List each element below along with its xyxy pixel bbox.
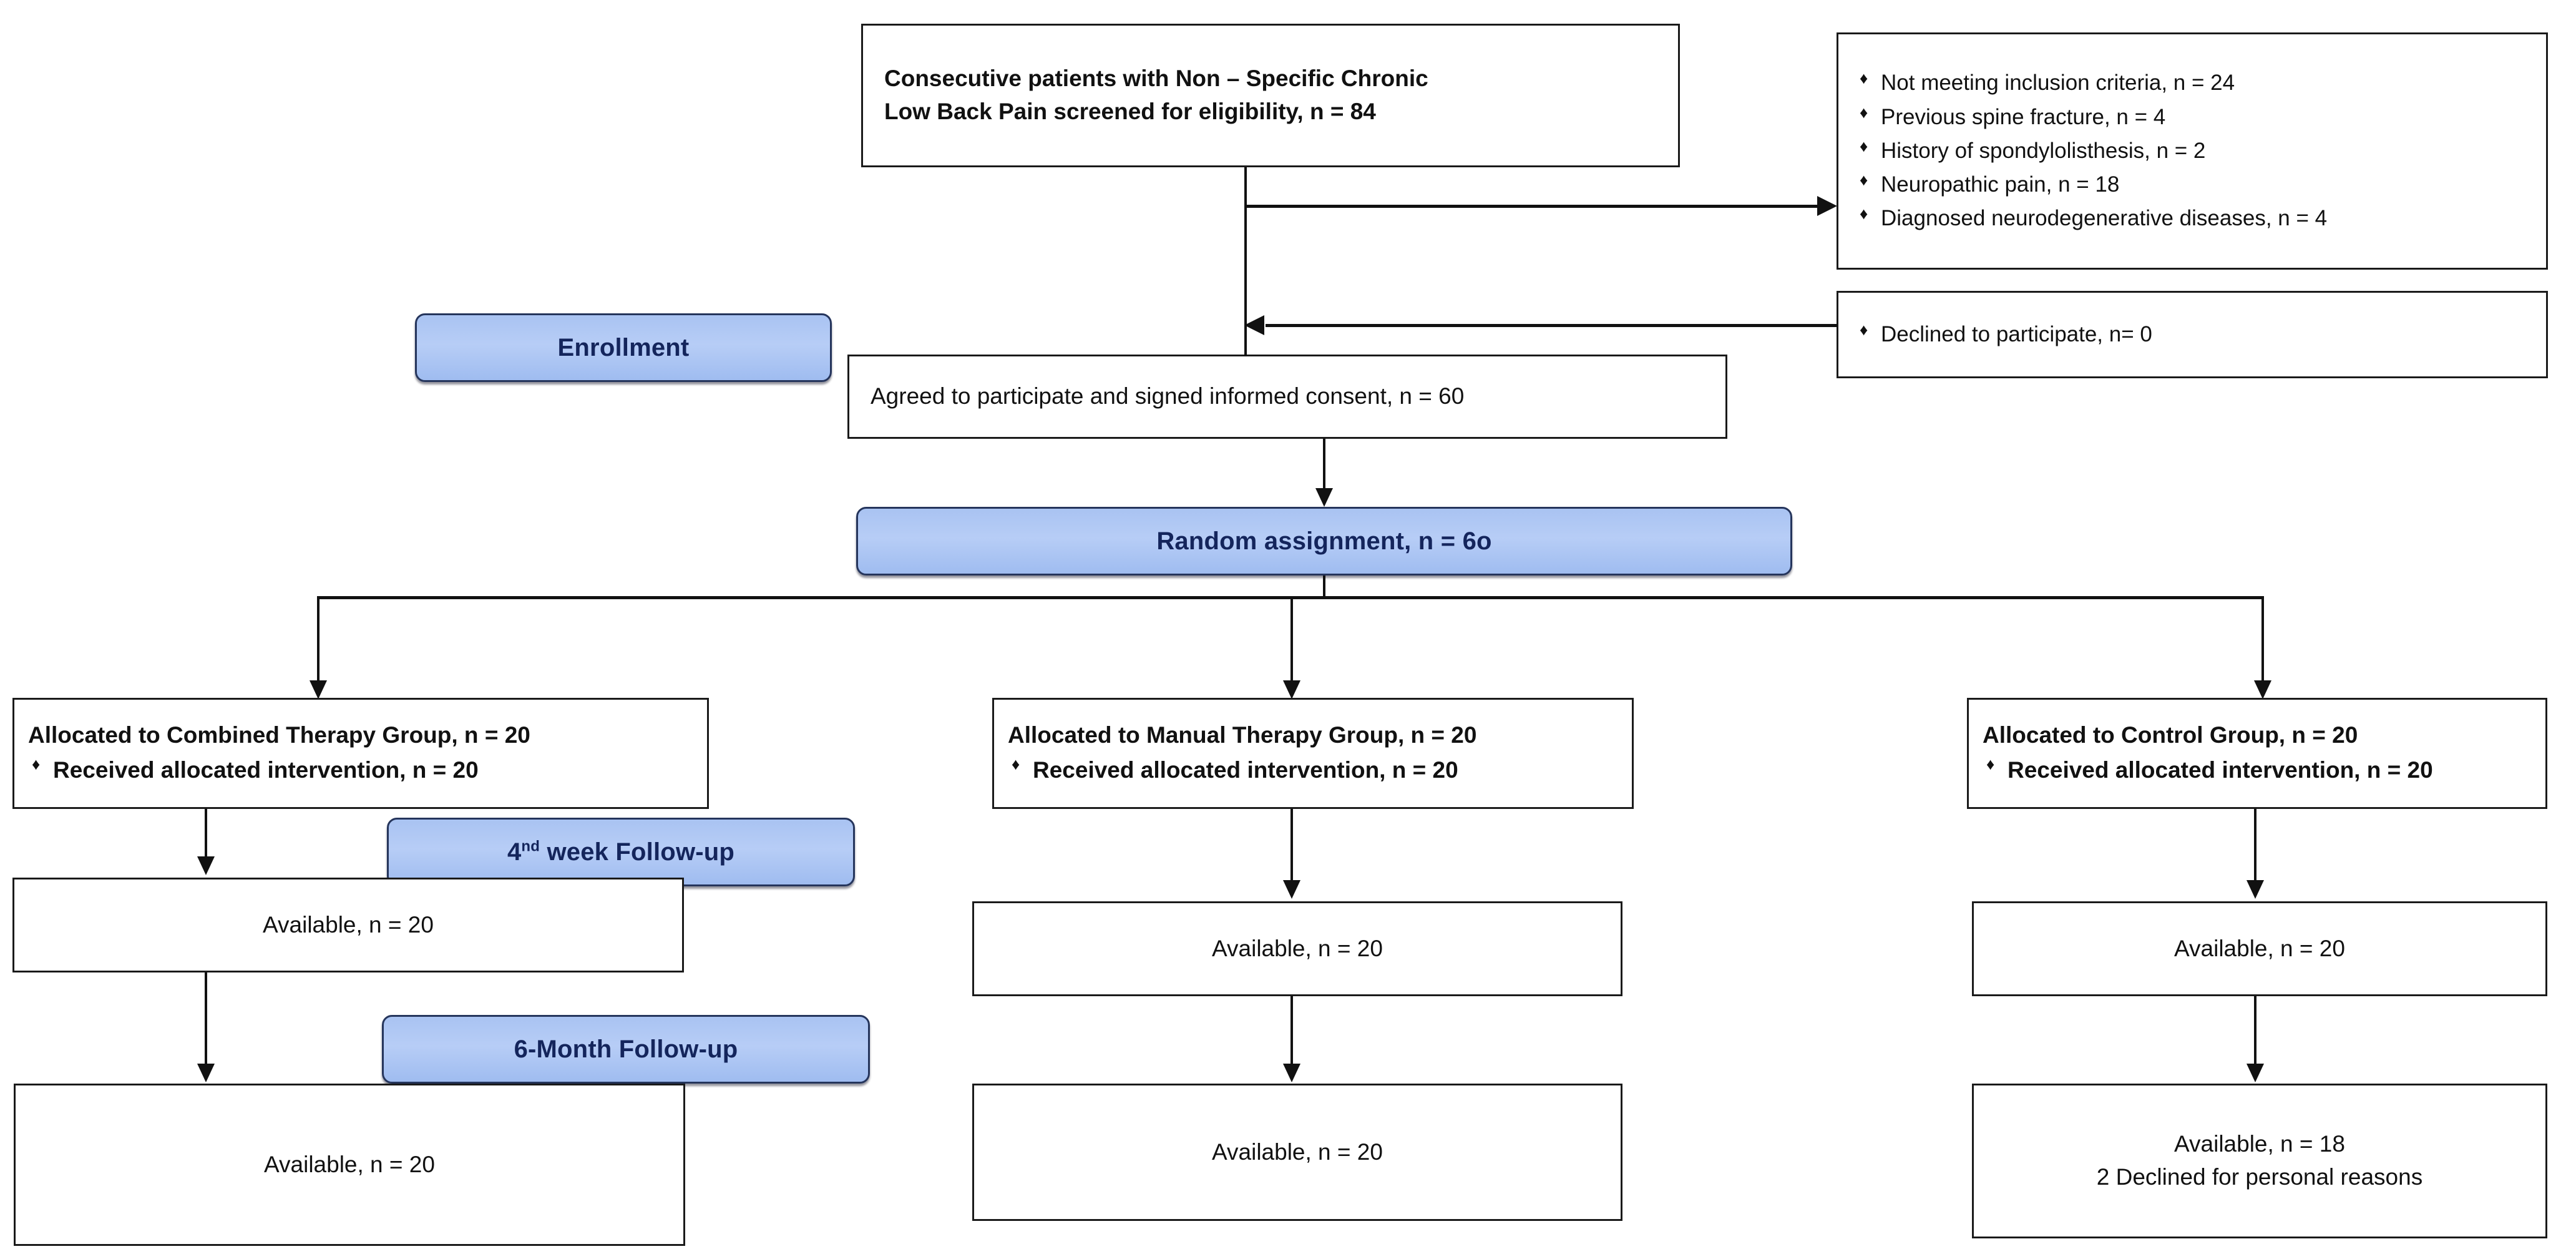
consent-box: Agreed to participate and signed informe… <box>847 355 1727 439</box>
arrow-from-declined-icon <box>1244 315 1264 335</box>
connector-randomization-stem <box>1323 576 1325 598</box>
arrow-consent-to-randomization-icon <box>1315 488 1333 507</box>
declined-box: Declined to participate, n= 0 <box>1837 291 2548 378</box>
arrow-week4-month6-middle-icon <box>1283 1064 1300 1082</box>
excluded-item: Previous spine fracture, n = 4 <box>1856 100 2529 134</box>
stage-badge-randomization: Random assignment, n = 6o <box>856 507 1792 576</box>
allocation-box-combined: Allocated to Combined Therapy Group, n =… <box>12 698 709 809</box>
stage-badge-enrollment: Enrollment <box>415 313 832 382</box>
allocation-title: Allocated to Control Group, n = 20 <box>1983 722 2358 748</box>
stage-badge-week4-followup: 4nd week Follow-up <box>387 818 855 886</box>
connector-branch-to-consent <box>1244 324 1247 356</box>
month6-box-manual: Available, n = 20 <box>972 1084 1622 1221</box>
declined-item: Declined to participate, n= 0 <box>1856 317 2529 351</box>
week4-available-text: Available, n = 20 <box>1212 935 1383 961</box>
week4-box-manual: Available, n = 20 <box>972 901 1622 996</box>
connector-screening-to-branch <box>1244 167 1247 330</box>
connector-branch-leg-middle <box>1290 596 1293 683</box>
month6-available-text: Available, n = 20 <box>1212 1139 1383 1165</box>
week4-text: week Follow-up <box>540 838 735 866</box>
allocation-box-control: Allocated to Control Group, n = 20 Recei… <box>1967 698 2547 809</box>
arrow-alloc-week4-left-icon <box>197 856 215 875</box>
screening-line-2: Low Back Pain screened for eligibility, … <box>884 99 1376 124</box>
stage-badge-month6-label: 6-Month Follow-up <box>514 1035 738 1063</box>
arrow-branch-left-icon <box>310 680 327 699</box>
connector-branch-leg-left <box>317 596 320 683</box>
connector-week4-to-month6-right <box>2254 996 2256 1066</box>
excluded-item: History of spondylolisthesis, n = 2 <box>1856 134 2529 168</box>
consent-text: Agreed to participate and signed informe… <box>871 383 1465 409</box>
stage-badge-randomization-label: Random assignment, n = 6o <box>1156 527 1492 555</box>
arrow-branch-right-icon <box>2254 680 2271 699</box>
screening-box: Consecutive patients with Non – Specific… <box>861 24 1680 167</box>
connector-alloc-to-week4-left <box>205 809 207 859</box>
arrow-alloc-week4-right-icon <box>2247 880 2264 899</box>
allocation-bullet: Received allocated intervention, n = 20 <box>1983 752 2532 788</box>
connector-week4-to-month6-middle <box>1290 996 1293 1066</box>
allocation-bullet: Received allocated intervention, n = 20 <box>28 752 693 788</box>
stage-badge-week4-label: 4nd week Follow-up <box>507 838 734 866</box>
allocation-bullet: Received allocated intervention, n = 20 <box>1008 752 1618 788</box>
arrow-week4-month6-left-icon <box>197 1064 215 1082</box>
arrow-branch-middle-icon <box>1283 680 1300 699</box>
week4-ordinal-suffix: nd <box>521 838 540 855</box>
connector-alloc-to-week4-middle <box>1290 809 1293 883</box>
excluded-item: Diagnosed neurodegenerative diseases, n … <box>1856 201 2529 235</box>
week4-box-combined: Available, n = 20 <box>12 878 684 972</box>
stage-badge-month6-followup: 6-Month Follow-up <box>382 1015 870 1084</box>
week4-box-control: Available, n = 20 <box>1972 901 2547 996</box>
week4-available-text: Available, n = 20 <box>2174 935 2345 961</box>
connector-branch-leg-right <box>2261 596 2264 683</box>
allocation-box-manual: Allocated to Manual Therapy Group, n = 2… <box>992 698 1634 809</box>
arrow-week4-month6-right-icon <box>2247 1064 2264 1082</box>
connector-alloc-to-week4-right <box>2254 809 2256 883</box>
allocation-title: Allocated to Combined Therapy Group, n =… <box>28 722 530 748</box>
arrow-alloc-week4-middle-icon <box>1283 880 1300 899</box>
excluded-item: Not meeting inclusion criteria, n = 24 <box>1856 66 2529 100</box>
month6-box-combined: Available, n = 20 <box>14 1084 685 1246</box>
excluded-box: Not meeting inclusion criteria, n = 24 P… <box>1837 32 2548 270</box>
month6-declined-text: 2 Declined for personal reasons <box>2096 1164 2423 1190</box>
week4-number: 4 <box>507 838 522 866</box>
connector-week4-to-month6-left <box>205 972 207 1066</box>
week4-available-text: Available, n = 20 <box>263 911 434 938</box>
arrow-to-excluded-icon <box>1817 196 1837 216</box>
connector-to-excluded <box>1246 205 1818 208</box>
connector-consent-to-randomization <box>1323 439 1325 490</box>
month6-available-text: Available, n = 20 <box>264 1151 435 1177</box>
allocation-title: Allocated to Manual Therapy Group, n = 2… <box>1008 722 1477 748</box>
month6-available-text: Available, n = 18 <box>2174 1131 2345 1157</box>
month6-box-control: Available, n = 18 2 Declined for persona… <box>1972 1084 2547 1238</box>
connector-from-declined <box>1266 324 1837 327</box>
screening-line-1: Consecutive patients with Non – Specific… <box>884 66 1428 92</box>
excluded-item: Neuropathic pain, n = 18 <box>1856 167 2529 202</box>
stage-badge-enrollment-label: Enrollment <box>557 333 690 361</box>
